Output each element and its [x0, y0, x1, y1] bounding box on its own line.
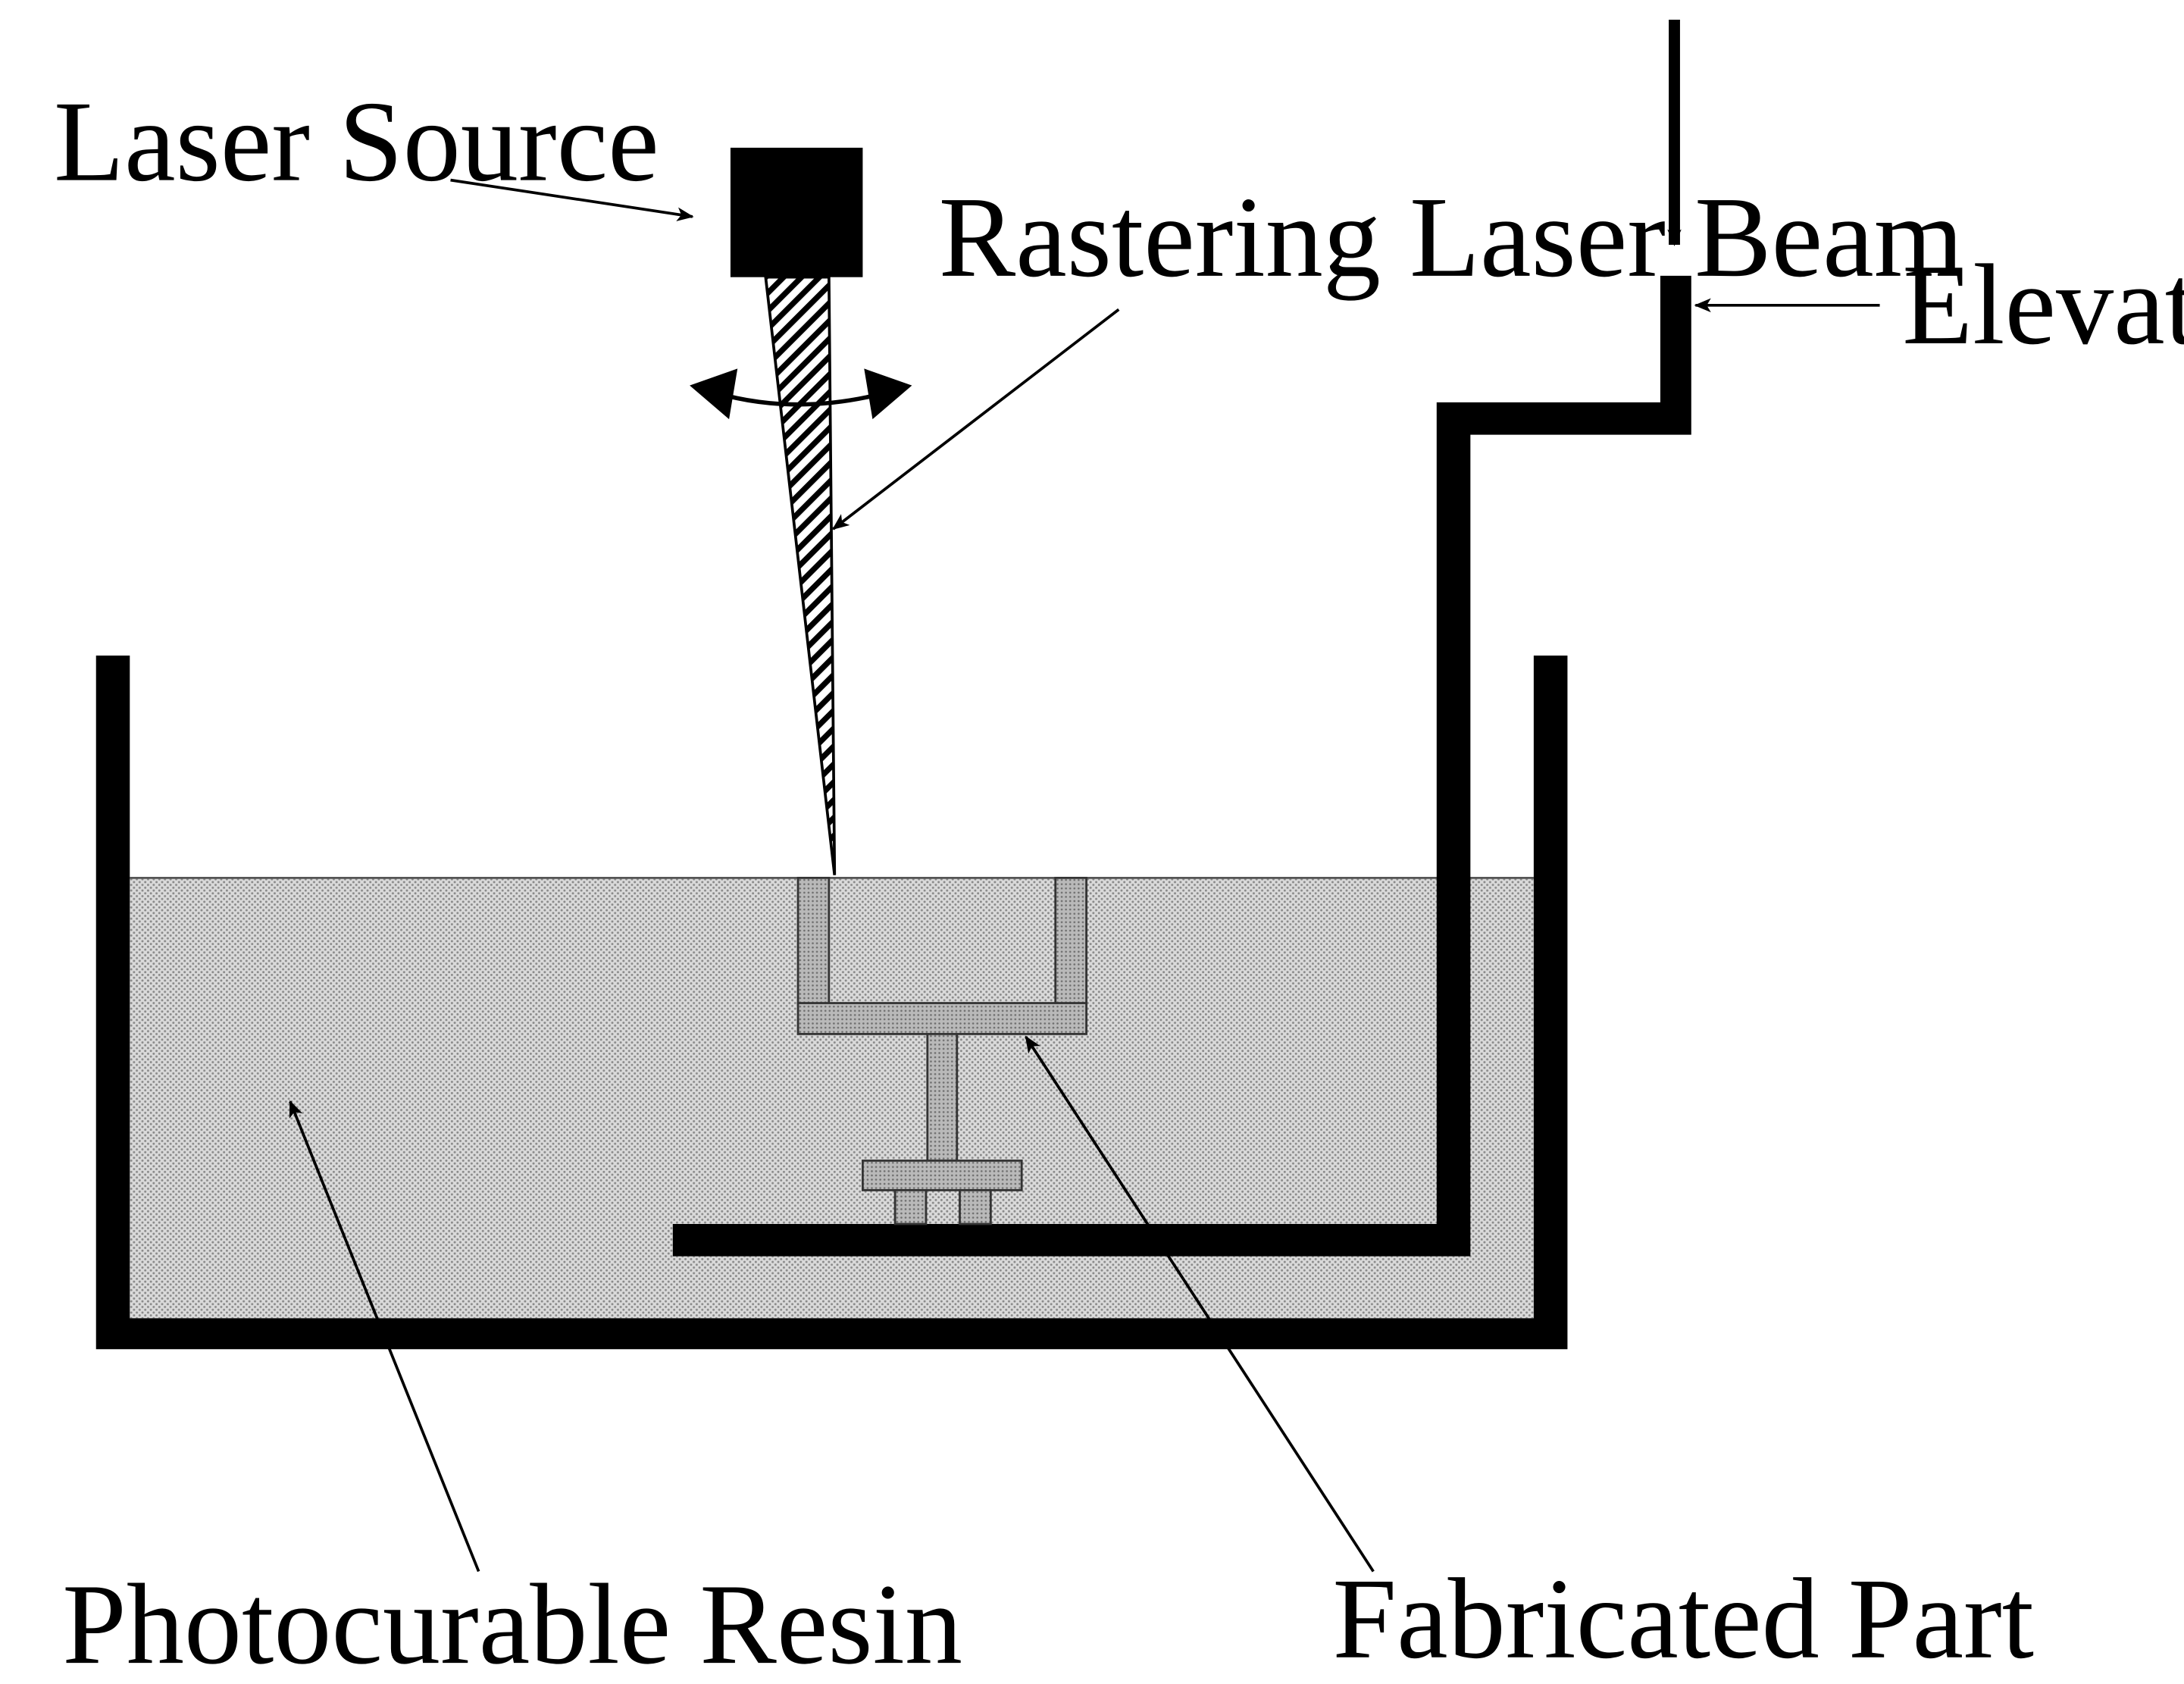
part-top-plate	[796, 1002, 1087, 1035]
part-left-foot	[893, 1189, 928, 1225]
rastering-beam-leader	[831, 308, 1120, 531]
laser-source-leader	[450, 178, 694, 221]
raster-arrow-left-head	[690, 368, 738, 420]
fabricated-part	[796, 876, 1087, 1225]
photocurable-resin-label: Photocurable Resin	[62, 1560, 962, 1684]
part-stem	[926, 1032, 959, 1162]
part-right-wall	[1054, 876, 1087, 1006]
raster-arrow-right-head	[864, 368, 912, 420]
part-right-foot	[959, 1189, 992, 1225]
resin-leader	[289, 1100, 480, 1573]
fabricated-part-label: Fabricated Part	[1332, 1554, 2034, 1682]
part-leader	[1025, 1035, 1375, 1573]
elevator-label: Elevator	[1902, 240, 2184, 368]
part-base-plate	[862, 1160, 1023, 1191]
part-left-wall	[796, 876, 831, 1006]
raster-motion-arrow	[724, 393, 876, 407]
elevator-arm	[672, 275, 1691, 1257]
laser-source-label: Laser Source	[54, 77, 659, 205]
rastering-laser-beam	[764, 275, 837, 875]
rastering-beam-label: Rastering Laser Beam	[939, 173, 1963, 301]
laser-source-box	[730, 147, 863, 277]
